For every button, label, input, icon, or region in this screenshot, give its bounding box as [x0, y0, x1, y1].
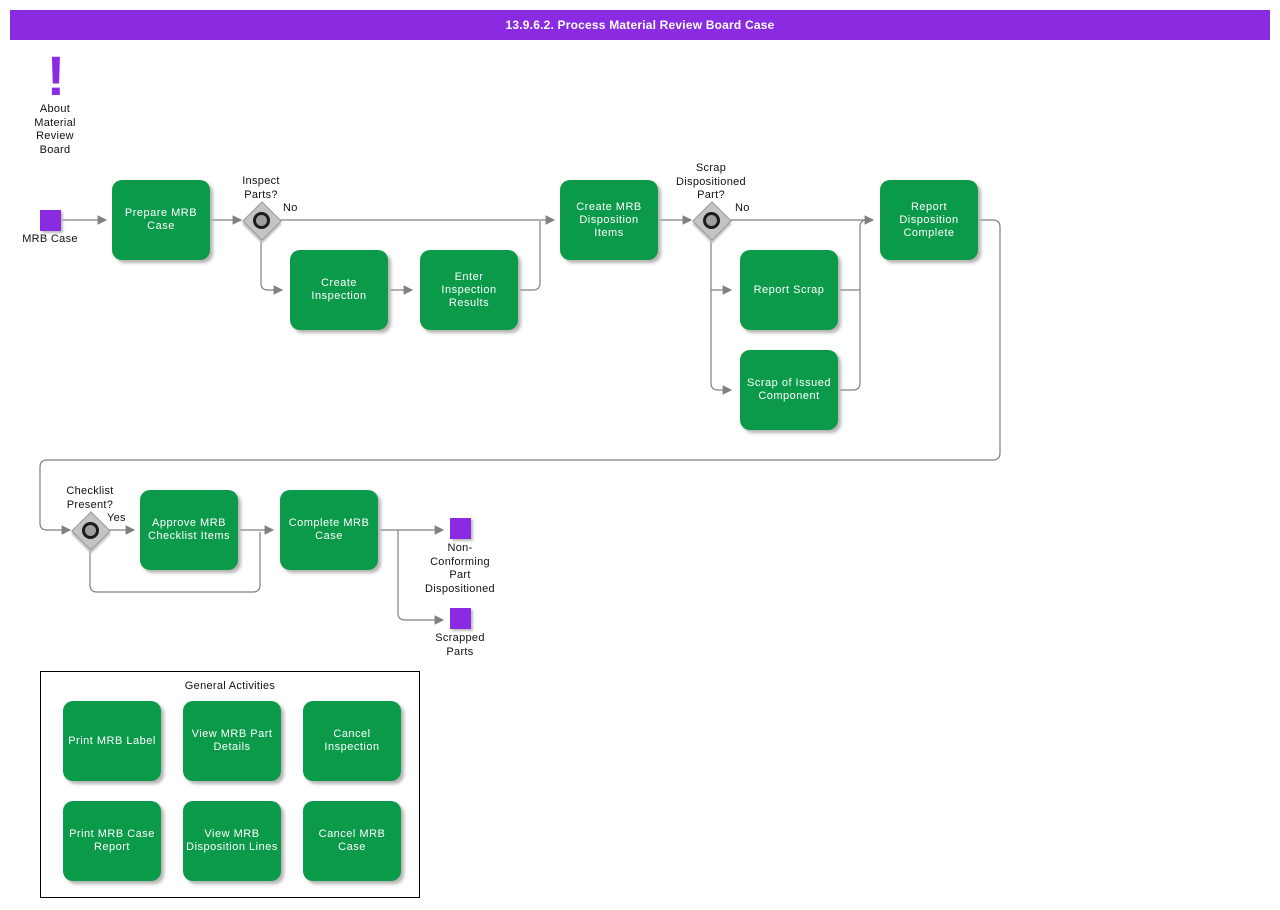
decision-inspect-parts-circle [252, 211, 270, 229]
decision-checklist-present-circle [81, 521, 99, 539]
activity-scrap-of-issued-component[interactable]: Scrap of Issued Component [740, 350, 838, 430]
end-event-scrapped-parts-label: Scrapped Parts [435, 632, 485, 658]
branch-label-no-2: No [735, 202, 750, 214]
decision-scrap-dispositioned-part-label: Scrap Dispositioned Part? [676, 162, 746, 201]
end-event-scrapped-parts [450, 608, 471, 629]
activity-complete-mrb-case[interactable]: Complete MRB Case [280, 490, 378, 570]
decision-scrap-dispositioned-part-circle [702, 211, 720, 229]
activity-approve-mrb-checklist-items[interactable]: Approve MRB Checklist Items [140, 490, 238, 570]
page-title: 13.9.6.2. Process Material Review Board … [10, 10, 1270, 40]
activity-prepare-mrb-case[interactable]: Prepare MRB Case [112, 180, 210, 260]
activity-create-inspection[interactable]: Create Inspection [290, 250, 388, 330]
activity-view-mrb-disposition-lines[interactable]: View MRB Disposition Lines [183, 801, 281, 881]
activity-cancel-inspection[interactable]: Cancel Inspection [303, 701, 401, 781]
branch-label-no-1: No [283, 202, 298, 214]
about-info-label: About Material Review Board [34, 103, 76, 156]
general-activities-title: General Activities [184, 680, 276, 692]
activity-report-scrap[interactable]: Report Scrap [740, 250, 838, 330]
decision-checklist-present-label: Checklist Present? [66, 485, 114, 511]
activity-cancel-mrb-case[interactable]: Cancel MRB Case [303, 801, 401, 881]
activity-enter-inspection-results[interactable]: Enter Inspection Results [420, 250, 518, 330]
end-event-nonconforming-part-label: Non- Conforming Part Dispositioned [425, 542, 495, 595]
branch-label-yes: Yes [107, 512, 126, 524]
activity-view-mrb-part-details[interactable]: View MRB Part Details [183, 701, 281, 781]
activity-report-disposition-complete[interactable]: Report Disposition Complete [880, 180, 978, 260]
decision-inspect-parts-label: Inspect Parts? [242, 175, 280, 201]
activity-create-mrb-disposition-items[interactable]: Create MRB Disposition Items [560, 180, 658, 260]
activity-print-mrb-case-report[interactable]: Print MRB Case Report [63, 801, 161, 881]
about-info-icon[interactable]: ! [46, 44, 66, 107]
start-event-mrb-case [40, 210, 61, 231]
general-activities-panel: General Activities Print MRB Label View … [40, 671, 420, 898]
end-event-nonconforming-part [450, 518, 471, 539]
activity-print-mrb-label[interactable]: Print MRB Label [63, 701, 161, 781]
start-event-label: MRB Case [22, 233, 78, 245]
